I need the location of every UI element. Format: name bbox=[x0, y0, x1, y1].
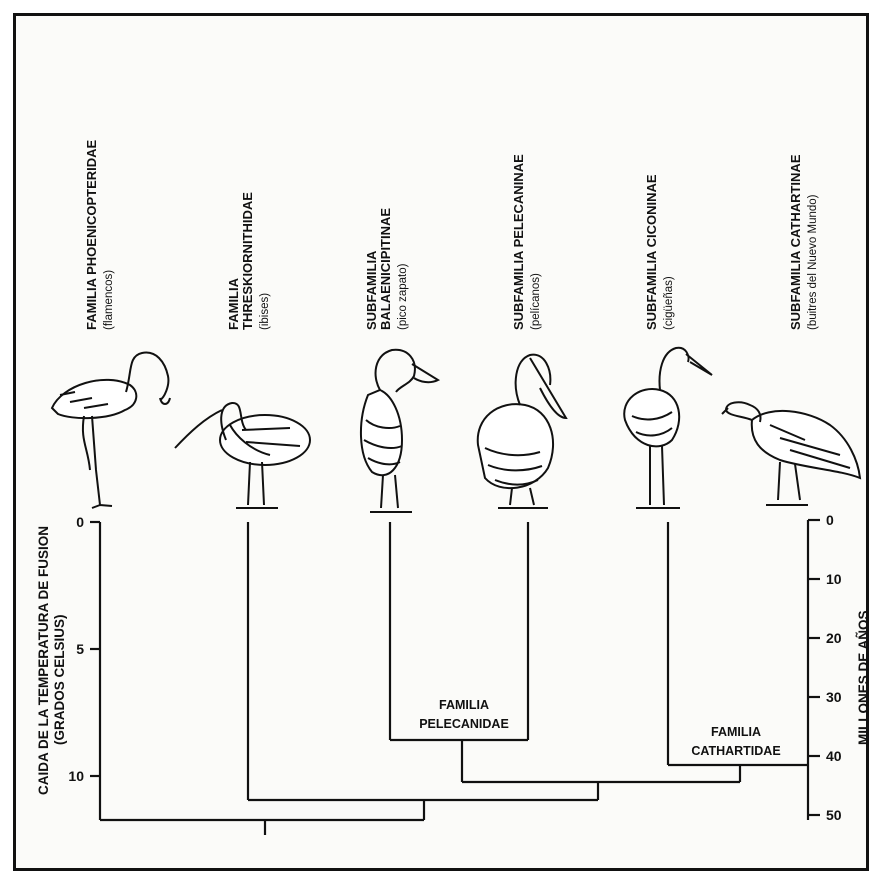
svg-text:SUBFAMILIA: SUBFAMILIA bbox=[364, 250, 379, 330]
right-tick-50: 50 bbox=[826, 807, 842, 823]
svg-text:THRESKIORNITHIDAE: THRESKIORNITHIDAE bbox=[240, 192, 255, 330]
left-tick-0: 0 bbox=[76, 514, 84, 530]
taxon-label-ciconinae: SUBFAMILIA CICONINAE (cigüeñas) bbox=[644, 174, 675, 330]
shoebill-icon bbox=[361, 350, 438, 512]
svg-text:(pelícanos): (pelícanos) bbox=[530, 273, 542, 330]
taxon-label-cathartinae: SUBFAMILIA CATHARTINAE (buitres del Nuev… bbox=[788, 154, 819, 330]
left-tick-10: 10 bbox=[68, 768, 84, 784]
taxon-label-pelecaninae: SUBFAMILIA PELECANINAE (pelícanos) bbox=[511, 154, 542, 330]
left-axis: 0 5 10 CAIDA DE LA TEMPERATURA DE FUSION… bbox=[36, 514, 100, 820]
svg-text:FAMILIA: FAMILIA bbox=[439, 698, 489, 712]
svg-text:(ibises): (ibises) bbox=[259, 293, 271, 330]
svg-text:FAMILIA PHOENICOPTERIDAE: FAMILIA PHOENICOPTERIDAE bbox=[84, 139, 99, 330]
flamingo-icon bbox=[52, 353, 170, 508]
svg-text:PELECANIDAE: PELECANIDAE bbox=[419, 717, 509, 731]
right-tick-10: 10 bbox=[826, 571, 842, 587]
svg-text:FAMILIA: FAMILIA bbox=[711, 725, 761, 739]
pelican-icon bbox=[478, 355, 566, 508]
svg-text:BALAENICIPITINAE: BALAENICIPITINAE bbox=[378, 208, 393, 330]
right-tick-20: 20 bbox=[826, 630, 842, 646]
phylogenetic-tree bbox=[100, 522, 808, 835]
svg-text:SUBFAMILIA CATHARTINAE: SUBFAMILIA CATHARTINAE bbox=[788, 154, 803, 330]
clade-label-pelecanidae: FAMILIA PELECANIDAE bbox=[404, 692, 524, 736]
stork-icon bbox=[624, 348, 712, 508]
svg-text:(pico zapato): (pico zapato) bbox=[397, 263, 409, 330]
right-tick-0: 0 bbox=[826, 512, 834, 528]
left-axis-subtitle: (GRADOS CELSIUS) bbox=[52, 614, 67, 745]
svg-text:(flamencos): (flamencos) bbox=[103, 270, 115, 330]
svg-text:(cigüeñas): (cigüeñas) bbox=[663, 276, 675, 330]
svg-text:SUBFAMILIA PELECANINAE: SUBFAMILIA PELECANINAE bbox=[511, 154, 526, 330]
taxon-label-threskiornithidae: FAMILIA THRESKIORNITHIDAE (ibises) bbox=[226, 192, 271, 330]
right-tick-40: 40 bbox=[826, 748, 842, 764]
right-axis: 0 10 20 30 40 50 MILLONES DE AÑOS bbox=[808, 512, 871, 823]
svg-text:FAMILIA: FAMILIA bbox=[226, 277, 241, 330]
left-axis-title: CAIDA DE LA TEMPERATURA DE FUSION bbox=[36, 526, 51, 795]
taxon-label-balaenicipitinae: SUBFAMILIA BALAENICIPITINAE (pico zapato… bbox=[364, 208, 409, 330]
svg-text:SUBFAMILIA CICONINAE: SUBFAMILIA CICONINAE bbox=[644, 174, 659, 330]
ibis-icon bbox=[175, 403, 310, 508]
taxon-label-phoenicopteridae: FAMILIA PHOENICOPTERIDAE (flamencos) bbox=[84, 139, 115, 330]
vulture-icon bbox=[722, 402, 860, 505]
svg-text:(buitres del Nuevo Mundo): (buitres del Nuevo Mundo) bbox=[807, 194, 819, 330]
right-axis-title: MILLONES DE AÑOS bbox=[856, 610, 871, 745]
svg-text:CATHARTIDAE: CATHARTIDAE bbox=[691, 744, 780, 758]
clade-label-cathartidae: FAMILIA CATHARTIDAE bbox=[672, 720, 802, 762]
left-tick-5: 5 bbox=[76, 641, 84, 657]
right-tick-30: 30 bbox=[826, 689, 842, 705]
